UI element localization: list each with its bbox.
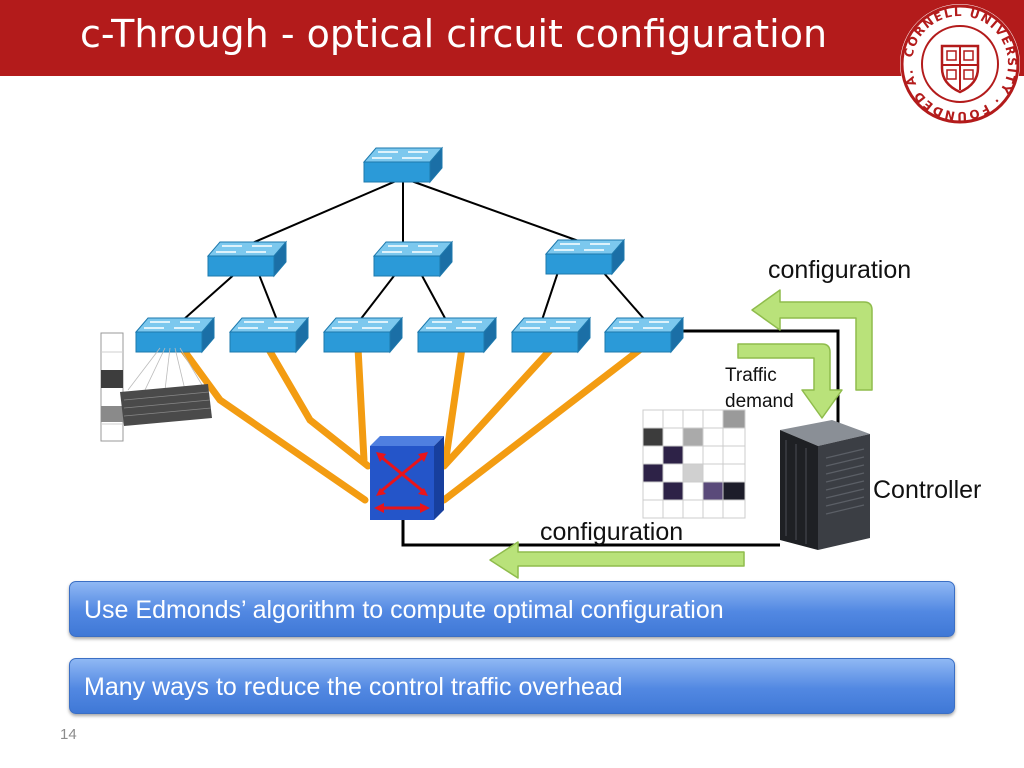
bullet-box: Use Edmonds’ algorithm to compute optima…	[69, 581, 955, 637]
optical-switch-icon	[370, 436, 444, 520]
arrow-config-bottom-icon	[489, 541, 745, 579]
optical-links	[178, 344, 646, 504]
controller-server-icon	[780, 420, 870, 550]
bullet-box: Many ways to reduce the control traffic …	[69, 658, 955, 714]
label-traffic-line1: Traffic	[725, 365, 777, 386]
tor-switch-icon	[511, 317, 591, 353]
tor-switch-icon	[323, 317, 403, 353]
traffic-matrix	[642, 409, 746, 519]
tor-switch-icon	[135, 317, 215, 353]
label-controller: Controller	[873, 476, 982, 504]
server-rack-icon	[100, 332, 212, 442]
agg-switch-icon	[373, 241, 453, 277]
label-configuration-top: configuration	[768, 256, 912, 284]
arrow-config-top-icon	[751, 289, 873, 391]
tor-switch-icon	[604, 317, 684, 353]
bullet-text: Many ways to reduce the control traffic …	[84, 673, 623, 701]
arrow-traffic-demand-icon	[737, 343, 843, 419]
bullet-text: Use Edmonds’ algorithm to compute optima…	[84, 596, 724, 624]
page-number: 14	[60, 726, 77, 743]
cornell-seal-icon: CORNELL UNIVERSITY · FOUNDED A.D. 1865 ·	[898, 2, 1020, 124]
title-bar: c-Through - optical circuit configuratio…	[0, 0, 1024, 76]
core-switch-icon	[363, 147, 443, 183]
agg-switch-icon	[207, 241, 287, 277]
tor-switch-icon	[229, 317, 309, 353]
agg-switch-icon	[545, 239, 625, 275]
label-traffic-line2: demand	[725, 391, 794, 412]
tor-switch-icon	[417, 317, 497, 353]
tree-links	[182, 177, 646, 321]
label-traffic-demand: Traffic demand	[725, 363, 794, 415]
slide-title: c-Through - optical circuit configuratio…	[80, 12, 828, 56]
label-configuration-bottom: configuration	[540, 518, 684, 546]
